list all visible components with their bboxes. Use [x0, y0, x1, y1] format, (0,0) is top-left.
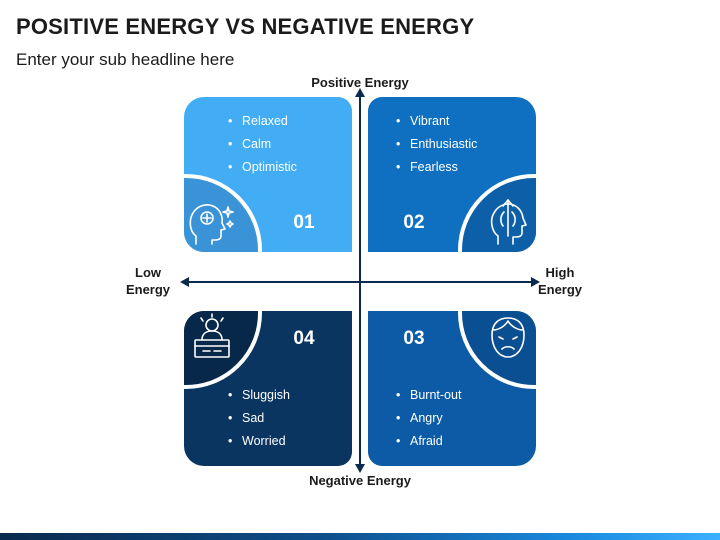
axis-arrow-right-icon — [531, 277, 540, 287]
sad-face-icon — [491, 317, 525, 358]
quadrant-03-item: Burnt-out — [396, 384, 461, 407]
quadrant-01-icon-circle — [184, 174, 262, 252]
quadrant-03-icon-circle — [458, 311, 536, 389]
quadrant-04-item: Sluggish — [228, 384, 290, 407]
page-subtitle: Enter your sub headline here — [16, 50, 235, 69]
axis-label-high-line2: Energy — [537, 282, 583, 297]
quadrant-01-number: 01 — [293, 212, 315, 233]
axis-arrow-down-icon — [355, 464, 365, 473]
axes — [180, 88, 540, 473]
quadrant-01-list: Relaxed Calm Optimistic — [228, 110, 297, 179]
axis-label-low-line2: Energy — [125, 282, 171, 297]
quadrant-01-item: Relaxed — [228, 110, 297, 133]
axis-arrow-up-icon — [355, 88, 365, 97]
stressed-desk-icon — [194, 313, 230, 358]
quadrant-03-item: Afraid — [396, 430, 461, 453]
quadrant-02-item: Vibrant — [396, 110, 477, 133]
footer-gradient-bar — [0, 533, 720, 540]
quadrant-02-number: 02 — [403, 212, 425, 233]
quadrant-04-item: Worried — [228, 430, 290, 453]
quadrant-03-item: Angry — [396, 407, 461, 430]
axis-label-high-line1: High — [545, 265, 575, 280]
axis-arrow-left-icon — [180, 277, 189, 287]
quadrant-03-list: Burnt-out Angry Afraid — [396, 384, 461, 453]
quadrant-01-item: Optimistic — [228, 156, 297, 179]
quadrant-04-list: Sluggish Sad Worried — [228, 384, 290, 453]
axis-label-negative-energy: Negative Energy — [309, 473, 411, 488]
page-title: POSITIVE ENERGY VS NEGATIVE ENERGY — [16, 14, 475, 39]
axis-label-positive-energy: Positive Energy — [311, 75, 409, 90]
quadrant-02-icon-circle — [458, 174, 536, 252]
axis-label-low-line1: Low — [135, 265, 161, 280]
axis-label-low-energy: Low Energy — [118, 264, 178, 298]
head-arrow-up-icon — [490, 199, 527, 245]
quadrant-02-item: Enthusiastic — [396, 133, 477, 156]
quadrant-02-item: Fearless — [396, 156, 477, 179]
axis-label-high-energy: High Energy — [530, 264, 590, 298]
mind-sparkle-icon — [189, 204, 234, 245]
quadrant-04-icon-circle — [184, 311, 262, 389]
quadrant-02-list: Vibrant Enthusiastic Fearless — [396, 110, 477, 179]
quadrant-04-number: 04 — [293, 328, 315, 349]
quadrant-04-item: Sad — [228, 407, 290, 430]
quadrant-03-number: 03 — [403, 328, 425, 349]
quadrant-01-item: Calm — [228, 133, 297, 156]
